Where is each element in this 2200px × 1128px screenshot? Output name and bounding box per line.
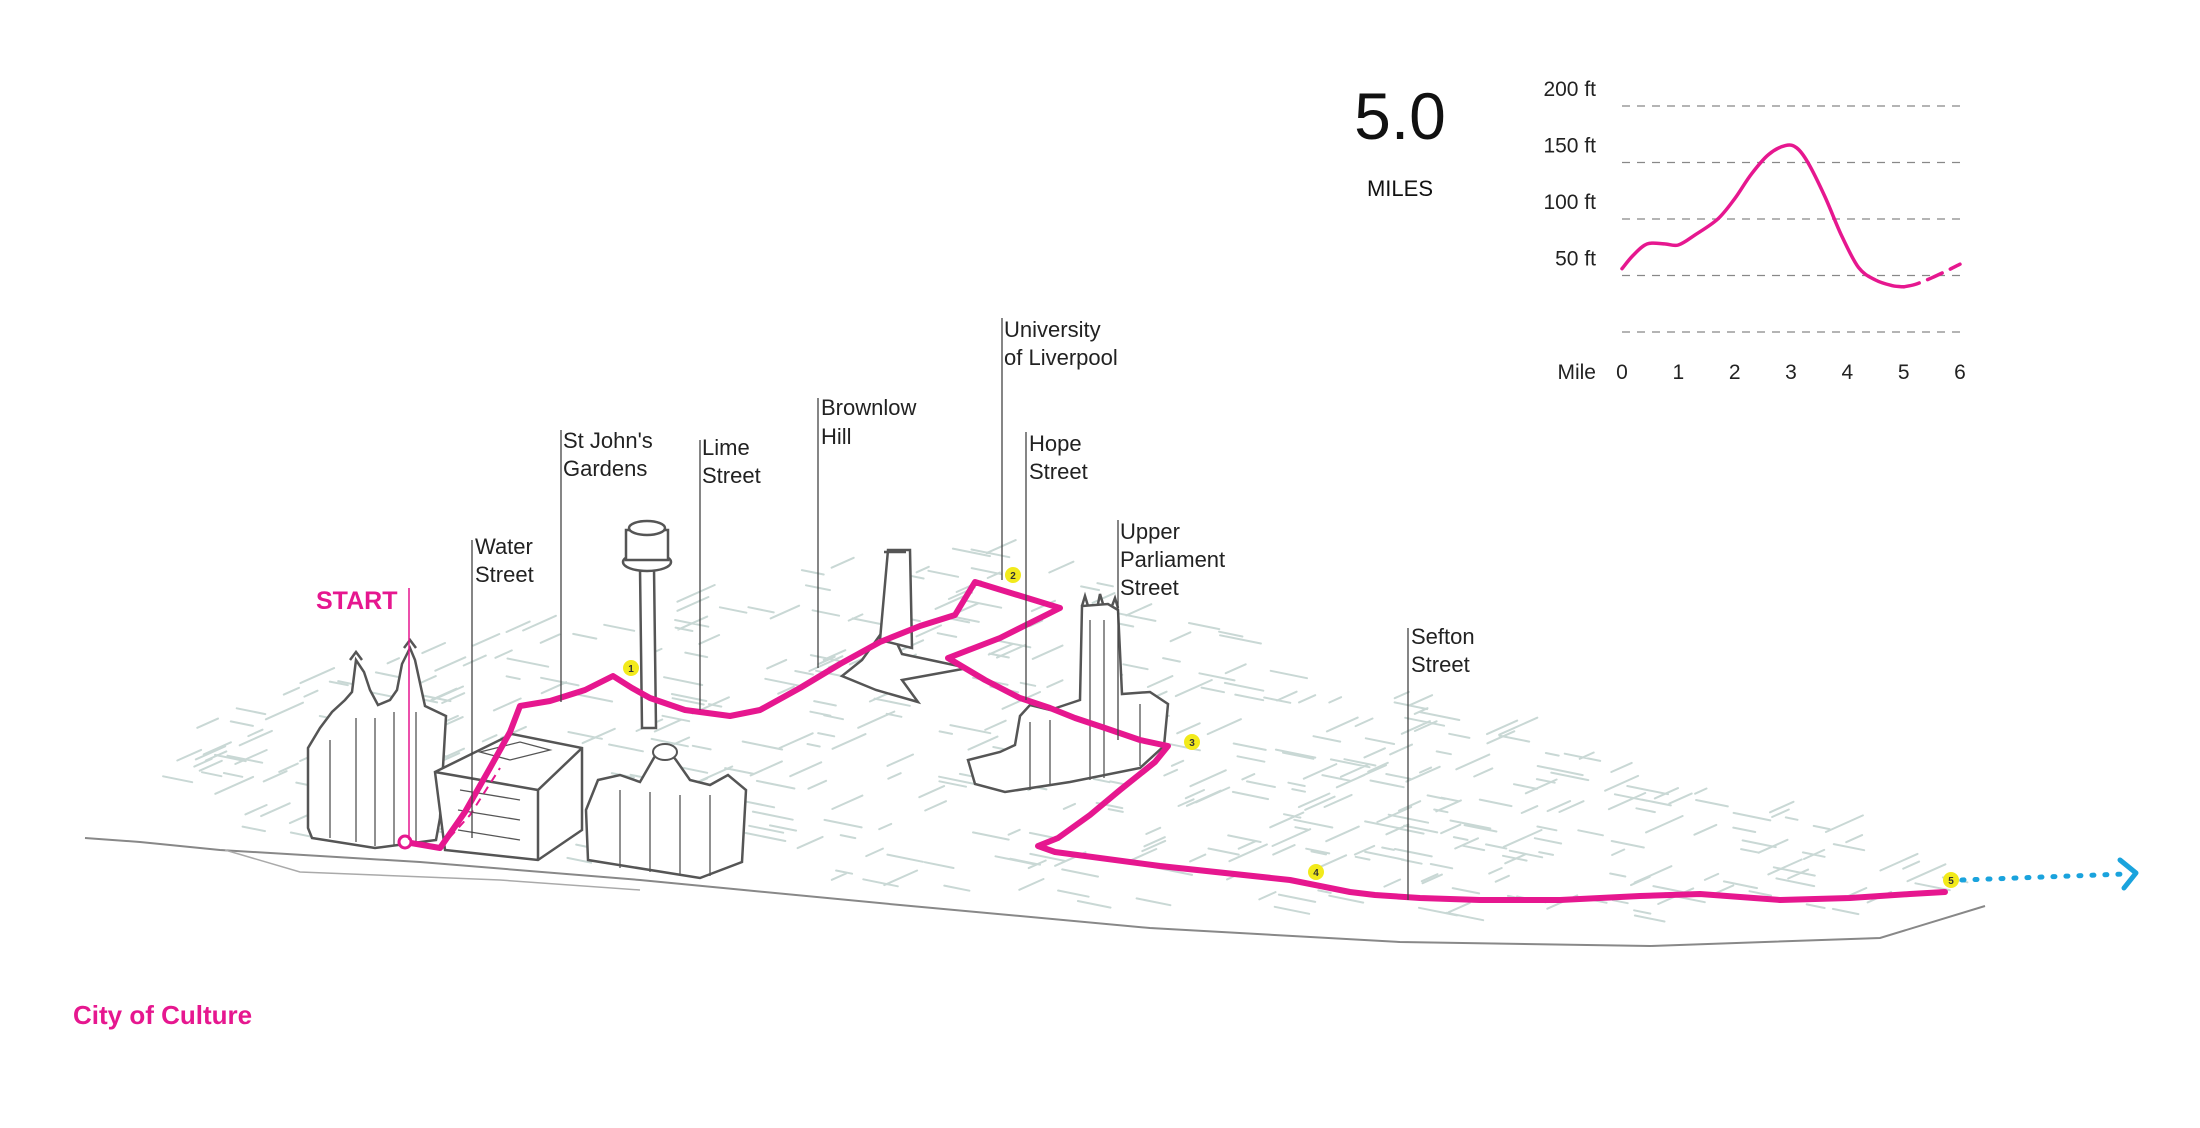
footer-title: City of Culture (73, 1000, 253, 1030)
marker-5-label: 5 (1948, 876, 1954, 887)
label-sefton-street-1: Sefton (1411, 624, 1475, 649)
x-tick-label: 3 (1785, 361, 1797, 384)
marker-3-label: 3 (1189, 738, 1195, 749)
metropolitan-cathedral-icon (839, 548, 969, 705)
start-point (397, 834, 413, 850)
label-upper-parliament-street-2: Parliament (1120, 547, 1225, 572)
label-hope-street-2: Street (1029, 459, 1088, 484)
label-lime-street-2: Street (702, 463, 761, 488)
marker-4-label: 4 (1313, 868, 1319, 879)
route-hidden-segment (439, 767, 501, 849)
marker-3 (1184, 734, 1200, 750)
distance-value: 5.0 (1354, 79, 1446, 153)
elevation-line-projected (1901, 262, 1962, 289)
label-university-of-liverpool-1: University (1004, 317, 1101, 342)
marker-4 (1308, 864, 1324, 880)
x-tick-label: 0 (1616, 361, 1628, 384)
label-hope-street-1: Hope (1029, 431, 1082, 456)
x-axis-label: Mile (1557, 361, 1596, 384)
x-tick-label: 6 (1954, 361, 1966, 384)
label-brownlow-hill-2: Hill (821, 424, 852, 449)
x-tick-label: 5 (1898, 361, 1910, 384)
distance-unit: MILES (1367, 176, 1433, 201)
route-markers: 1 2 3 4 5 (623, 567, 1959, 888)
label-water-street-2: Street (475, 562, 534, 587)
x-tick-label: 4 (1841, 361, 1853, 384)
y-tick-label: 150 ft (1543, 135, 1596, 158)
label-university-of-liverpool-2: of Liverpool (1004, 345, 1118, 370)
label-upper-parliament-street-3: Street (1120, 575, 1179, 600)
route-path (402, 579, 1948, 903)
start-label: START (316, 587, 397, 615)
radio-tower-icon (621, 519, 673, 730)
callout-lines (471, 318, 1409, 900)
marker-2 (1005, 567, 1021, 583)
y-tick-label: 100 ft (1543, 191, 1596, 214)
x-tick-label: 1 (1672, 361, 1684, 384)
x-tick-label: 2 (1729, 361, 1741, 384)
coastline-inner (224, 849, 641, 891)
y-tick-label: 50 ft (1555, 248, 1596, 271)
st-georges-hall-icon (584, 743, 748, 880)
coastline (84, 837, 1986, 948)
continue-arrow-head (2117, 857, 2139, 891)
continue-arrow-icon (1959, 871, 2128, 883)
label-sefton-street-2: Street (1411, 652, 1470, 677)
anglican-cathedral-icon (966, 591, 1170, 794)
label-st-johns-gardens-2: Gardens (563, 456, 647, 481)
marker-2-label: 2 (1010, 571, 1016, 582)
label-brownlow-hill-1: Brownlow (821, 395, 916, 420)
office-block-icon (433, 732, 584, 862)
y-tick-label: 200 ft (1543, 78, 1596, 101)
label-st-johns-gardens-1: St John's (563, 428, 653, 453)
marker-5 (1943, 872, 1959, 888)
label-lime-street-1: Lime (702, 435, 750, 460)
label-water-street-1: Water (475, 534, 533, 559)
elevation-chart: 200 ft 150 ft 100 ft 50 ft 0 1 2 3 4 5 6 Mile (1543, 78, 1965, 384)
marker-1 (623, 660, 639, 676)
marker-1-label: 1 (628, 664, 634, 675)
elevation-line (1620, 143, 1906, 289)
street-labels: START Water Street St John's Gardens Lim… (316, 317, 1475, 677)
label-upper-parliament-street-1: Upper (1120, 519, 1180, 544)
